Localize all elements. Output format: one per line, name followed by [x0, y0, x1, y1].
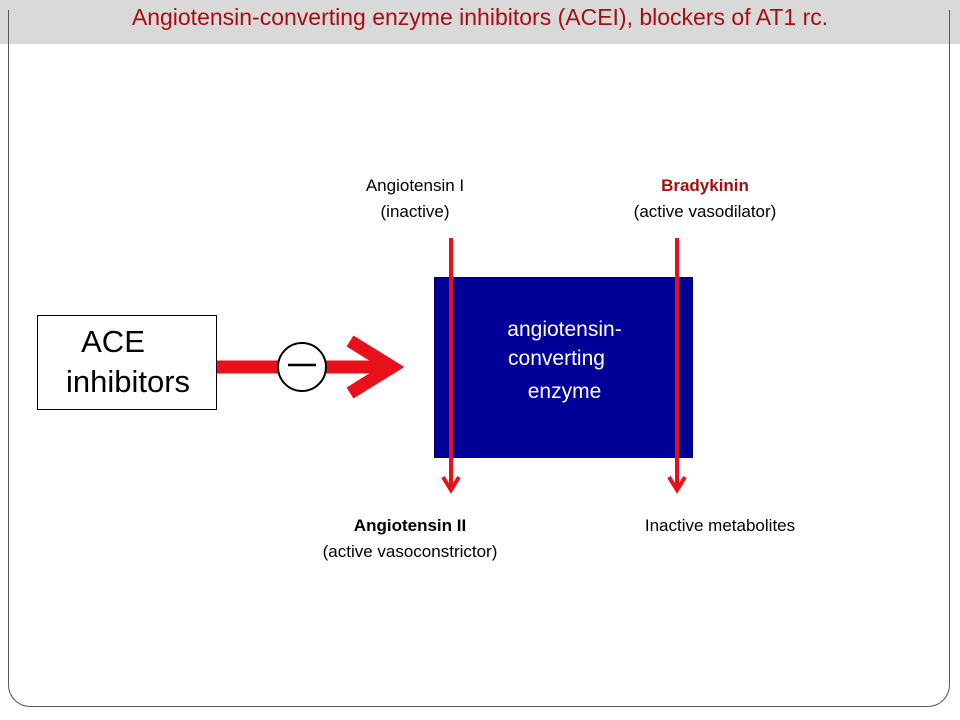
angiotensin-1-label: Angiotensin I (inactive) [330, 173, 500, 225]
enzyme-label-line3: enzyme [527, 380, 602, 403]
ace-inhibitors-box: ACE inhibitors [37, 315, 217, 410]
angiotensin-2-label: Angiotensin II (active vasoconstrictor) [270, 513, 550, 565]
angiotensin-conversion-arrowhead [441, 475, 461, 494]
ace-inhibitors-label-line1: ACE [81, 324, 145, 359]
ace-inhibitors-label-line2: inhibitors [65, 364, 191, 399]
angiotensin-1-note: (inactive) [380, 202, 450, 221]
bradykinin-note: (active vasodilator) [633, 202, 777, 221]
bradykinin-label: Bradykinin (active vasodilator) [590, 173, 820, 225]
angiotensin-1-name: Angiotensin I [365, 176, 465, 195]
slide-frame [8, 10, 950, 707]
inhibition-symbol-circle [277, 342, 327, 392]
bradykinin-name: Bradykinin [661, 176, 749, 195]
bradykinin-degradation-arrowhead [667, 475, 687, 494]
inactive-metabolites-text: Inactive metabolites [644, 516, 796, 535]
inhibition-arrow-head [346, 335, 405, 399]
title-bar: Angiotensin-converting enzyme inhibitors… [0, 0, 960, 44]
enzyme-label-line1: angiotensin- [507, 318, 622, 341]
ace-enzyme-box: angiotensin- converting enzyme [434, 277, 693, 458]
slide-title: Angiotensin-converting enzyme inhibitors… [131, 4, 829, 30]
angiotensin-2-note: (active vasoconstrictor) [322, 542, 498, 561]
inactive-metabolites-label: Inactive metabolites [595, 513, 845, 539]
angiotensin-2-name: Angiotensin II [353, 516, 467, 535]
enzyme-label-line2: converting [508, 347, 605, 370]
